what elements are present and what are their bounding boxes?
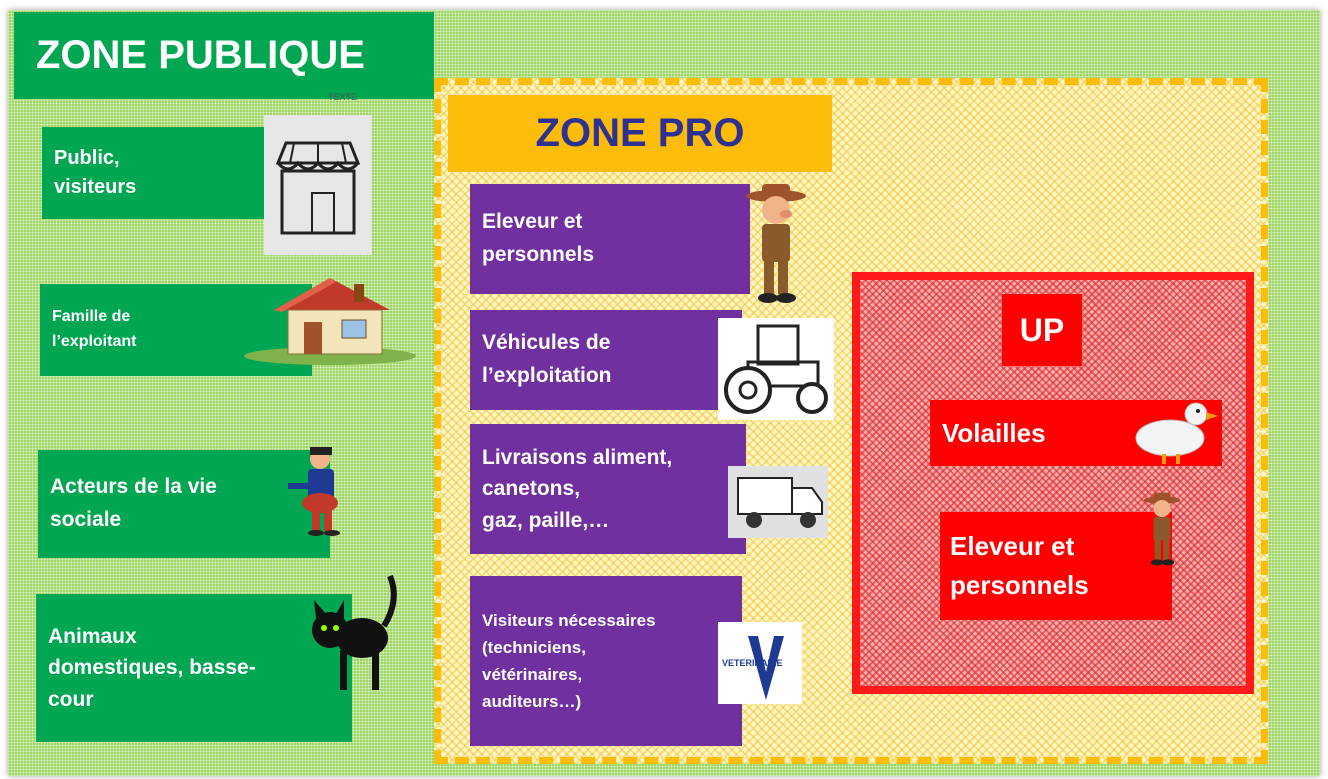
postman-icon [276, 443, 356, 538]
up-zone-title: UP [1002, 294, 1082, 366]
pro-breeder-box: Eleveur et personnels [470, 184, 750, 294]
public-visitors-box: Public, visiteurs [42, 127, 264, 219]
veterinary-logo-icon: VETERINAIRE [718, 622, 802, 704]
tiny-label: TEXTE [328, 92, 358, 102]
duck-icon [1124, 396, 1218, 466]
truck-icon [728, 466, 828, 538]
veterinary-logo-text: VETERINAIRE [722, 658, 783, 668]
farmer-icon [740, 180, 812, 310]
black-cat-icon [300, 570, 404, 696]
farmer-icon [1140, 488, 1184, 572]
up-breeder-box: Eleveur et personnels [940, 512, 1172, 620]
house-icon [238, 270, 420, 366]
pro-deliveries-box: Livraisons aliment, canetons, gaz, paill… [470, 424, 746, 554]
pro-zone-title: ZONE PRO [448, 95, 832, 172]
public-zone-title: ZONE PUBLIQUE [14, 12, 434, 99]
domestic-animals-box: Animaux domestiques, basse- cour [36, 594, 352, 742]
shop-icon [264, 115, 372, 255]
pro-vehicles-box: Véhicules de l’exploitation [470, 310, 742, 410]
tractor-icon [718, 318, 834, 420]
pro-visitors-box: Visiteurs nécessaires (techniciens, vété… [470, 576, 742, 746]
social-actors-box: Acteurs de la vie sociale [38, 450, 330, 558]
